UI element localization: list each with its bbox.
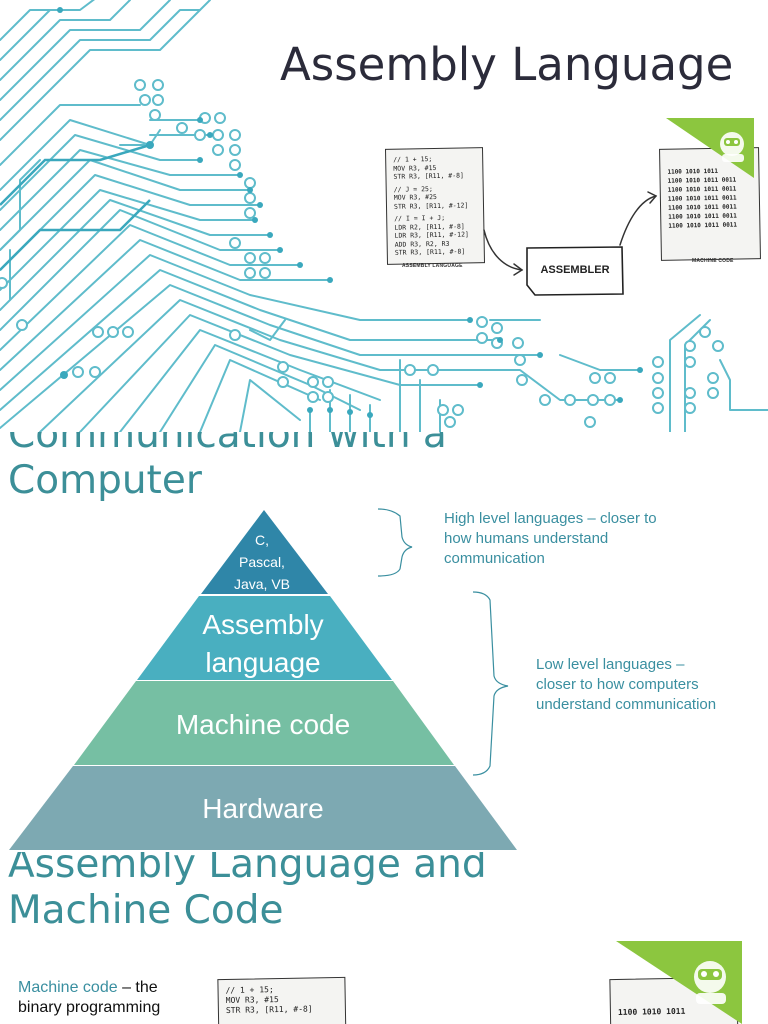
- tier-text: Assembly: [202, 609, 324, 640]
- robot-badge-icon: [616, 941, 742, 1024]
- tier-text: Pascal,: [239, 554, 285, 570]
- tier-label-hardware: Hardware: [202, 793, 324, 824]
- tier-text: Java, VB: [233, 576, 291, 592]
- tier-text: C,: [255, 532, 269, 548]
- body-line: binary programming: [18, 999, 161, 1016]
- high-level-annotation: High level languages – closer to how hum…: [444, 509, 744, 569]
- title-line: Communication with a: [8, 432, 447, 457]
- code-line: STR R3, [R11, #-8]: [225, 1004, 313, 1015]
- circuit-board-decoration: [0, 0, 768, 432]
- machine-caption: MACHINE CODE: [692, 258, 734, 264]
- slide-communication: Communication with a Computer C, Pascal,…: [0, 432, 768, 852]
- brace-low-level: [472, 591, 509, 776]
- annotation-line: closer to how computers: [536, 676, 699, 693]
- assembly-code-note: // 1 + 15; MOV R3, #15 STR R3, [R11, #-8…: [217, 976, 347, 1024]
- robot-badge-icon: [666, 118, 754, 178]
- machine-line: 1100 1010 1011 0011: [668, 221, 738, 230]
- title-line: Computer: [8, 458, 202, 503]
- assembly-caption: ASSEMBLY LANGUAGE: [402, 263, 463, 269]
- title-line: Assembly Language and: [8, 852, 487, 887]
- pyramid-tier-assembly: [137, 596, 392, 680]
- slide-assembly-and-machine-code: Assembly Language and Machine Code Machi…: [0, 852, 768, 1024]
- title-line: Machine Code: [8, 888, 284, 933]
- tier-text: language: [205, 647, 321, 678]
- flow-arrows: [483, 191, 658, 276]
- pyramid-tier-machine-code: [74, 681, 454, 765]
- body-line: Machine code – the: [18, 978, 193, 998]
- annotation-line: understand communication: [536, 696, 717, 713]
- tier-label-high-level: C, Pascal, Java, VB: [212, 529, 312, 595]
- slide-title: Communication with a Computer: [8, 432, 447, 504]
- slide-title: Assembly Language: [280, 38, 734, 91]
- tier-label-assembly: Assembly language: [163, 606, 363, 682]
- body-text: Machine code – the binary programming: [18, 978, 193, 1018]
- pyramid-tier-high-level: [201, 510, 328, 594]
- slide-assembly-language: Assembly Language // 1 + 15; MOV R3, #15…: [0, 0, 768, 432]
- language-pyramid: [9, 508, 517, 850]
- term-highlight: Machine code: [18, 979, 118, 996]
- annotation-line: communication: [444, 550, 545, 567]
- annotation-line: High level languages – closer to: [444, 510, 657, 527]
- brace-high-level: [377, 508, 413, 577]
- assembler-label: ASSEMBLER: [540, 264, 610, 276]
- slide-title: Assembly Language and Machine Code: [8, 852, 487, 934]
- low-level-annotation: Low level languages – closer to how comp…: [536, 655, 766, 715]
- tier-label-machine-code: Machine code: [175, 709, 351, 740]
- assembler-box: [526, 246, 624, 296]
- term-definition: – the: [117, 979, 158, 996]
- annotation-line: how humans understand: [444, 530, 609, 547]
- pyramid-tier-hardware: [9, 766, 517, 850]
- annotation-line: Low level languages –: [536, 656, 685, 673]
